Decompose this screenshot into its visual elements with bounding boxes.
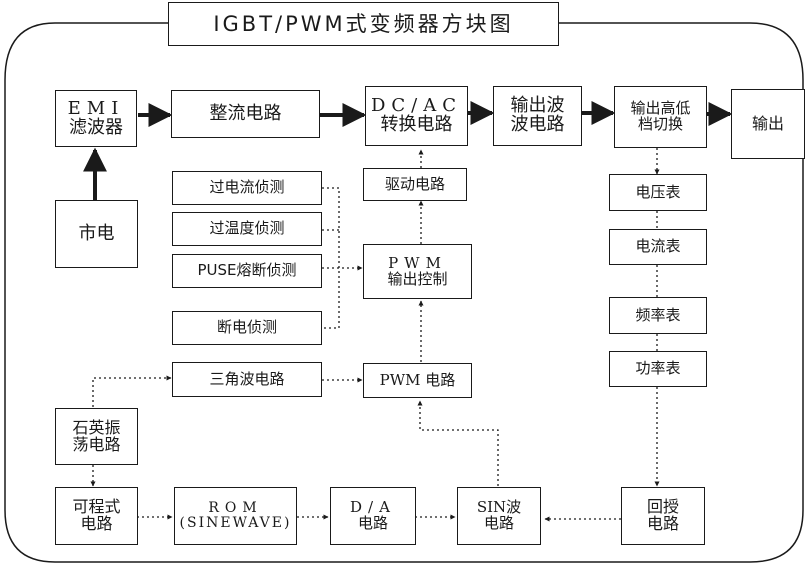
block-mains: 市电 [55,200,138,268]
block-output: 输出 [731,89,805,159]
arrow-sin-to-pwm [417,400,499,486]
diagram-title: IGBT/PWM式变频器方块图 [168,2,559,46]
block-dc-ac: DC/AC 转换电路 [365,86,468,146]
outer-frame [4,22,804,563]
block-voltmeter: 电压表 [609,174,707,211]
block-pwm-circuit: PWM 电路 [363,363,472,398]
block-rectifier: 整流电路 [171,90,320,138]
block-power-meter: 功率表 [609,351,707,387]
block-rom-sinewave: ROM (SINEWAVE) [174,487,297,545]
block-frequency-meter: 频率表 [609,297,707,334]
diagram-title-text: IGBT/PWM式变频器方块图 [213,11,514,36]
block-ammeter: 电流表 [609,229,707,265]
block-overtemp-detect: 过温度侦测 [172,212,322,246]
sensor-bus [322,187,340,329]
block-fuse-detect: PUSE熔断侦测 [172,254,322,288]
arrow-crystal-to-triangle [92,375,172,407]
block-feedback: 回授 电路 [621,487,705,545]
block-power-loss-detect: 断电侦测 [172,311,322,345]
block-crystal-oscillator: 石英振 荡电路 [55,408,138,465]
block-output-wave: 输出波 波电路 [493,86,582,146]
block-emi-filter: EMI 滤波器 [55,90,137,147]
block-programmable: 可程式 电路 [55,487,138,545]
block-dac: D/A 电路 [330,487,416,545]
block-pwm-output-control: PWM 输出控制 [363,244,472,299]
block-overcurrent-detect: 过电流侦测 [172,171,322,205]
block-driver: 驱动电路 [363,168,467,201]
block-sin-wave: SIN波 电路 [457,487,541,545]
block-output-switch: 输出高低 档切换 [614,86,707,148]
block-triangle-wave: 三角波电路 [172,362,322,397]
